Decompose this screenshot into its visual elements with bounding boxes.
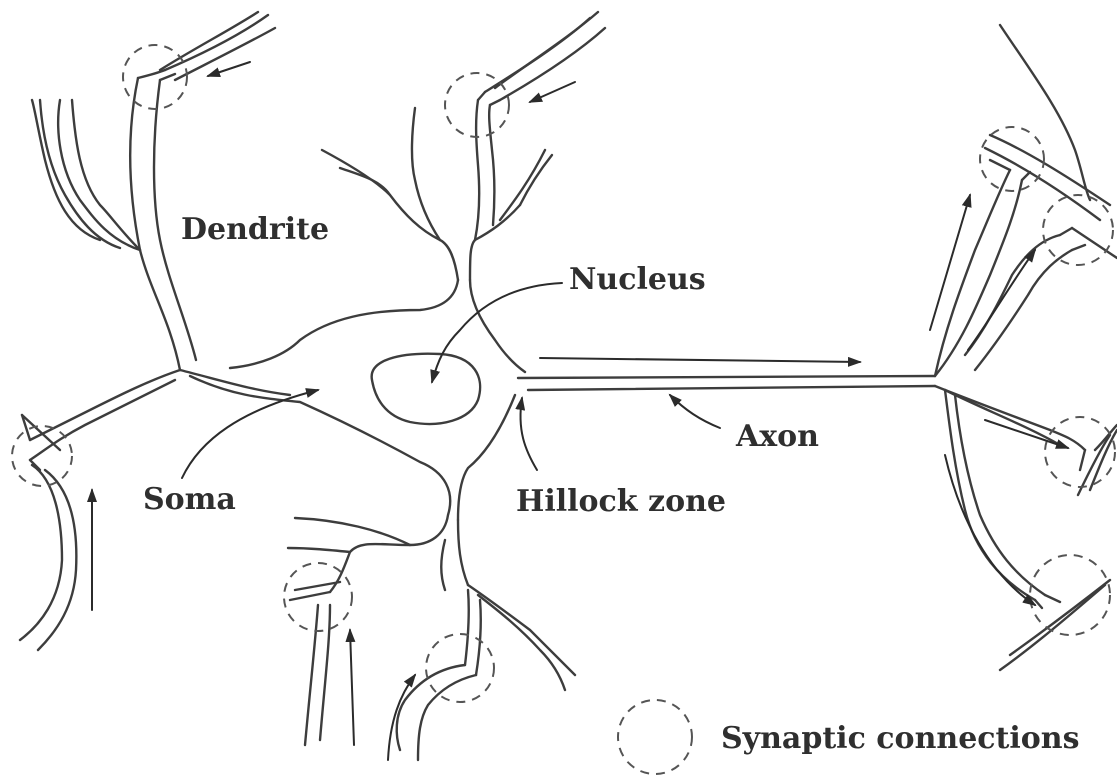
hillock-zone-label: Hillock zone — [516, 484, 726, 519]
arrow-icon — [388, 675, 415, 760]
synapse-markers — [12, 45, 1115, 702]
bottom-dendrites — [288, 518, 575, 760]
axon-label: Axon — [735, 419, 819, 454]
arrow-icon — [930, 195, 970, 330]
synaptic-connections-label: Synaptic connections — [721, 721, 1080, 756]
nucleus-shape — [372, 354, 480, 424]
axon-terminals — [935, 25, 1117, 670]
left-dendrites — [20, 12, 275, 650]
nucleus-label: Nucleus — [569, 262, 706, 297]
arrow-icon — [350, 630, 354, 745]
label-pointers — [182, 283, 720, 478]
synapse-circle — [1030, 555, 1110, 635]
hillock-pointer — [520, 398, 537, 470]
arrow-icon — [985, 420, 1068, 448]
synapse-circle — [1043, 195, 1113, 265]
dashed-circle-icon — [618, 700, 692, 774]
soma-label: Soma — [143, 482, 236, 517]
synapse-circle — [123, 45, 187, 109]
nucleus-pointer — [432, 283, 562, 382]
synapse-circle — [1045, 417, 1115, 487]
top-dendrites — [322, 12, 605, 280]
axon-pointer — [670, 395, 720, 428]
soma-pointer — [182, 390, 318, 478]
signal-arrows — [92, 62, 1068, 760]
dendrite-label: Dendrite — [181, 212, 329, 247]
arrow-icon — [540, 358, 860, 362]
arrow-icon — [208, 62, 250, 76]
arrow-icon — [530, 82, 575, 102]
synapse-circle — [426, 634, 494, 702]
